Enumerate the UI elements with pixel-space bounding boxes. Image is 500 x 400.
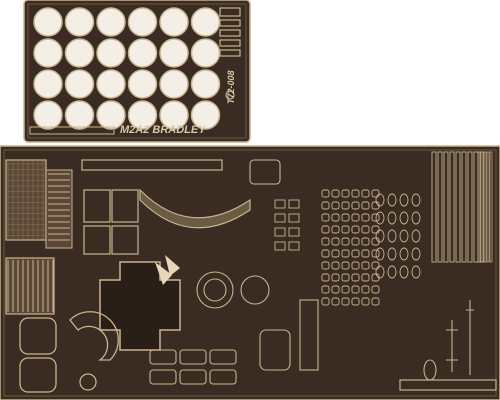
small-parts-array (274, 189, 421, 306)
road-wheel (33, 69, 63, 99)
road-wheel (33, 38, 63, 68)
road-wheel (64, 7, 95, 37)
fret-code: T72-008 (226, 70, 236, 104)
upper-fret (23, 0, 251, 143)
road-wheel (33, 7, 63, 37)
middle-detail-parts (149, 159, 319, 385)
road-wheel (190, 69, 221, 99)
road-wheel (159, 7, 189, 37)
road-wheel (127, 69, 158, 99)
road-wheel (159, 38, 189, 68)
mesh-panel (5, 159, 47, 241)
fret-title: M2A2 BRADLEY (120, 124, 206, 136)
lower-left-plates (19, 311, 119, 393)
road-wheel (127, 7, 158, 37)
road-wheel (190, 7, 221, 37)
road-wheel (127, 38, 158, 68)
long-strips (431, 151, 493, 263)
road-wheel (127, 100, 158, 130)
wheel-grid (33, 7, 221, 130)
road-wheel (64, 69, 95, 99)
road-wheel (96, 69, 126, 99)
long-bar (81, 159, 223, 171)
grille-panel (5, 257, 55, 315)
road-wheel (64, 100, 95, 130)
center-panels (83, 189, 139, 255)
bottom-rail (399, 379, 497, 391)
road-wheel (190, 38, 221, 68)
road-wheel (159, 100, 189, 130)
curved-fender (139, 188, 251, 229)
road-wheel (33, 100, 63, 130)
upper-fret-side-parts (219, 7, 241, 100)
road-wheel (96, 7, 126, 37)
road-wheel (159, 69, 189, 99)
slat-panel (45, 169, 73, 249)
road-wheel (64, 38, 95, 68)
road-wheel (96, 38, 126, 68)
lower-fret (0, 145, 500, 400)
arrow-marks (155, 255, 180, 285)
mesh-pattern (6, 160, 46, 240)
road-wheel (96, 100, 126, 130)
tools (423, 300, 474, 381)
road-wheel (190, 100, 221, 130)
